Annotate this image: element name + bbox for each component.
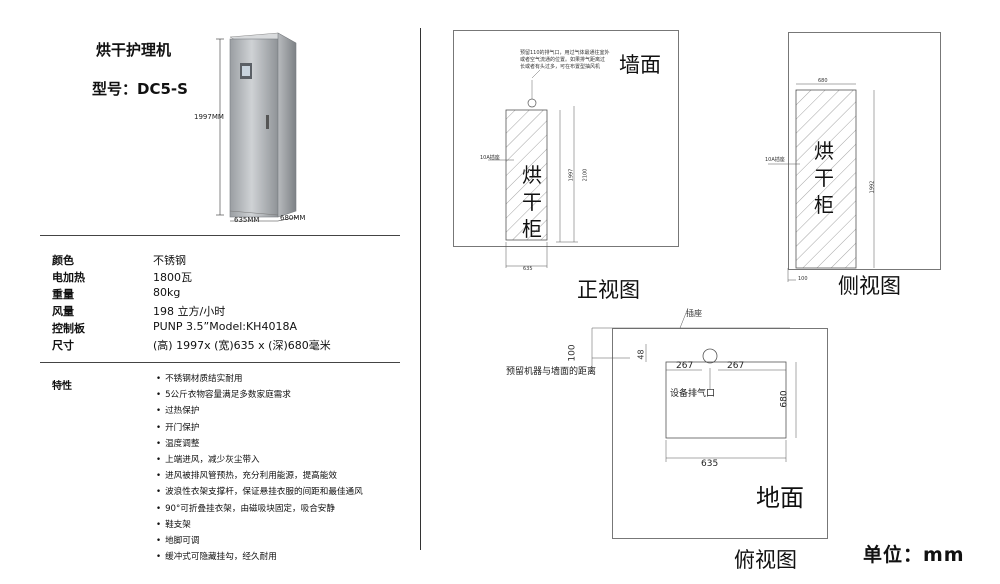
product-height-label: 1997MM (194, 113, 224, 121)
product-dimension-lines (216, 38, 299, 222)
product-width-label: 635MM (234, 216, 260, 224)
spec-divider (40, 235, 400, 236)
list-item: 不锈钢材质结实耐用 (156, 371, 363, 387)
side-cabinet-label: 烘干柜 (814, 139, 834, 217)
list-item: 5公斤衣物容量满足多数家庭需求 (156, 387, 363, 403)
side-socket-label: 10A插座 (765, 157, 785, 163)
front-cabinet-label: 烘干柜 (522, 163, 542, 241)
spec-key: 颜色 (52, 254, 74, 267)
spec-key: 尺寸 (52, 339, 74, 352)
list-item: 鞋支架 (156, 517, 363, 533)
features-title: 特性 (52, 381, 72, 392)
spec-value: 不锈钢 (153, 254, 186, 267)
front-dim-width: 635 (523, 266, 533, 272)
spec-value: 80kg (153, 286, 181, 299)
front-dim-height-inner: 1997 (568, 168, 575, 182)
feature-divider (40, 362, 400, 363)
side-view-wall (788, 32, 941, 270)
spec-value: 198 立方/小时 (153, 305, 226, 318)
top-view-drawing (591, 307, 797, 462)
list-item: 开门保护 (156, 420, 363, 436)
spec-key: 控制板 (52, 322, 85, 335)
side-dim-depth: 680 (818, 78, 828, 84)
front-view-caption: 正视图 (577, 278, 640, 302)
list-item: 90°可折叠挂衣架，由磁吸块固定，吸合安静 (156, 501, 363, 517)
side-dim-gap: 100 (798, 276, 808, 282)
list-item: 波浪性衣架支撑杆，保证悬挂衣服的间距和最佳通风 (156, 484, 363, 500)
top-gap-label: 预留机器与墙面的距离 (506, 367, 597, 377)
front-wall-label: 墙面 (619, 53, 661, 77)
top-socket-label: 插座 (686, 309, 702, 318)
top-dim-depth: 680 (779, 390, 790, 408)
unit-label: 单位：mm (863, 544, 965, 566)
spec-key: 重量 (52, 288, 74, 301)
front-socket-label: 10A插座 (480, 155, 500, 161)
front-note: 或者空气流通的位置。如果排气距离过 (520, 57, 606, 63)
spec-value: 1800瓦 (153, 271, 192, 284)
side-view-caption: 侧视图 (838, 274, 901, 298)
product-image (229, 32, 297, 218)
top-floor-label: 地面 (756, 484, 804, 512)
product-depth-label: 680MM (280, 214, 306, 222)
top-view-caption: 俯视图 (734, 548, 797, 572)
top-dim-right: 267 (727, 361, 745, 371)
front-note: 长或者有头过多，可在布置型抽风机 (520, 64, 601, 70)
front-view-drawing (488, 70, 578, 268)
top-exhaust-label: 设备排气口 (670, 389, 716, 399)
list-item: 地脚可调 (156, 533, 363, 549)
side-dim-height: 1992 (869, 180, 876, 194)
list-item: 上端进风，减少灰尘带入 (156, 452, 363, 468)
product-title: 烘干护理机 (96, 41, 172, 59)
list-item: 温度调整 (156, 436, 363, 452)
spec-key: 电加热 (52, 271, 85, 284)
top-dim-gap: 100 (567, 344, 578, 362)
spec-value: PUNP 3.5”Model:KH4018A (153, 320, 297, 333)
product-model: 型号：DC5-S (92, 80, 188, 98)
front-note: 预留110的排气口，用过气体最通往室外 (520, 50, 610, 56)
spec-value: (高) 1997x (宽)635 x (深)680毫米 (153, 339, 331, 352)
list-item: 进风被排风管预热，充分利用能源，提高能效 (156, 468, 363, 484)
top-dim-48: 48 (636, 349, 646, 360)
list-item: 缓冲式可隐藏挂勾，经久耐用 (156, 549, 363, 565)
section-divider (420, 28, 421, 550)
front-dim-height-outer: 2100 (582, 168, 589, 182)
top-dim-left: 267 (676, 361, 694, 371)
features-list: 不锈钢材质结实耐用 5公斤衣物容量满足多数家庭需求 过热保护 开门保护 温度调整… (156, 371, 363, 565)
spec-key: 风量 (52, 305, 74, 318)
front-view-wall (453, 30, 679, 247)
side-view-drawing (768, 83, 875, 282)
list-item: 过热保护 (156, 403, 363, 419)
top-dim-width: 635 (701, 459, 719, 469)
top-view-floor (612, 328, 828, 539)
